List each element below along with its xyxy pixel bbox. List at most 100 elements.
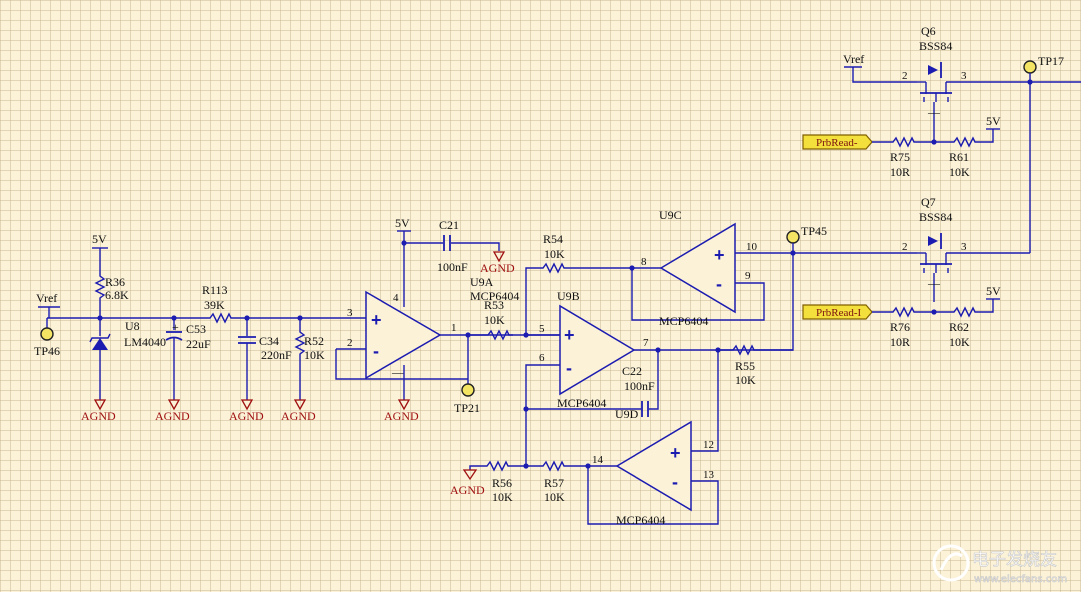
resistor-r52: R52 10K <box>294 318 325 400</box>
svg-text:AGND: AGND <box>384 409 419 423</box>
svg-text:10K: 10K <box>544 247 565 261</box>
svg-text:MCP6404: MCP6404 <box>616 513 665 527</box>
svg-text:+: + <box>714 245 725 265</box>
capacitor-c34: C34 220nF <box>238 318 292 400</box>
vref-top-label: Vref <box>843 52 864 66</box>
tp46[interactable]: TP46 <box>34 318 60 358</box>
capacitor-c21: AGND C21 100nF <box>404 218 515 275</box>
svg-text:2: 2 <box>347 337 353 349</box>
svg-text:R57: R57 <box>544 476 564 490</box>
opamp-u9b: + - 5 6 7 U9B MCP6404 <box>525 289 793 410</box>
svg-text:-: - <box>672 472 678 492</box>
svg-text:4: 4 <box>393 292 399 304</box>
resistor-r54: R54 10K <box>525 232 632 335</box>
svg-text:AGND: AGND <box>229 409 264 423</box>
svg-text:R53: R53 <box>484 298 504 312</box>
svg-text:BSS84: BSS84 <box>919 210 952 224</box>
svg-text:R62: R62 <box>949 320 969 334</box>
opamp-u9c: + - 8 9 10 U9C MCP6404 <box>631 208 793 328</box>
resistor-r36: R36 6.8K <box>94 268 129 318</box>
svg-text:R113: R113 <box>202 283 228 297</box>
svg-text:14: 14 <box>592 454 604 466</box>
svg-text:AGND: AGND <box>281 409 316 423</box>
resistor-r57: R57 10K <box>526 460 588 504</box>
svg-text:AGND: AGND <box>480 261 515 275</box>
svg-text:C22: C22 <box>622 364 642 378</box>
tp46-label: TP46 <box>34 344 60 358</box>
resistor-r75: R75 10R <box>872 136 934 179</box>
tp17-label: TP17 <box>1038 54 1064 68</box>
v5-d1-net: 5V <box>92 232 108 268</box>
svg-text:1: 1 <box>451 322 457 334</box>
svg-text:12: 12 <box>703 439 714 451</box>
svg-text:10K: 10K <box>484 313 505 327</box>
svg-text:U8: U8 <box>125 319 140 333</box>
svg-text:10K: 10K <box>492 490 513 504</box>
svg-text:C21: C21 <box>439 218 459 232</box>
opamp-u9a: + - 3 2 1 4 U9A MCP6404 — <box>300 275 519 380</box>
resistor-r61: 5V R61 10K <box>934 114 1001 179</box>
svg-text:13: 13 <box>703 469 715 481</box>
svg-text:AGND: AGND <box>81 409 116 423</box>
svg-text:U9B: U9B <box>557 289 580 303</box>
svg-text:R76: R76 <box>890 320 910 334</box>
watermark-cn: 电子发烧友 <box>972 550 1057 570</box>
v5-d1-label: 5V <box>92 232 107 246</box>
svg-text:R61: R61 <box>949 150 969 164</box>
svg-text:+: + <box>670 443 681 463</box>
svg-text:10K: 10K <box>949 335 970 349</box>
svg-text:5V: 5V <box>986 284 1001 298</box>
svg-text:10K: 10K <box>544 490 565 504</box>
resistor-r53: R53 10K <box>468 298 560 341</box>
svg-text:C34: C34 <box>259 334 279 348</box>
svg-text:10K: 10K <box>304 348 325 362</box>
tp21[interactable]: TP21 <box>454 335 480 415</box>
svg-text:R55: R55 <box>735 359 755 373</box>
resistor-r55: R55 10K <box>718 253 794 387</box>
svg-text:3: 3 <box>961 70 967 82</box>
svg-text:7: 7 <box>643 337 649 349</box>
svg-text:R56: R56 <box>492 476 512 490</box>
svg-text:10: 10 <box>746 241 758 253</box>
svg-text:10R: 10R <box>890 335 910 349</box>
port-prbread-bottom[interactable]: PrbRead-I <box>802 304 873 320</box>
svg-text:100nF: 100nF <box>437 260 468 274</box>
svg-text:PrbRead-I: PrbRead-I <box>816 307 862 319</box>
svg-text:R52: R52 <box>304 334 324 348</box>
resistor-r76: R76 10R <box>872 306 934 349</box>
zener-u8: U8 LM4040 <box>89 318 166 400</box>
resistor-r62: 5V R62 10K <box>934 284 1001 349</box>
capacitor-c22: C22 100nF U9D <box>526 350 659 421</box>
svg-text:9: 9 <box>745 270 751 282</box>
svg-text:8: 8 <box>641 256 647 268</box>
svg-text:-: - <box>373 341 379 361</box>
resistor-r113: R113 39K <box>202 283 300 324</box>
tp45[interactable]: TP45 <box>786 224 827 253</box>
svg-text:Q6: Q6 <box>921 24 936 38</box>
pmos-q7: Q7 BSS84 2 3 — <box>902 195 1030 302</box>
agnd-row: AGND AGND AGND AGND <box>81 399 316 423</box>
watermark: 电子发烧友 www.elecfans.com <box>932 544 1067 585</box>
port-prbread-top[interactable]: PrbRead- <box>802 134 873 150</box>
svg-text:10R: 10R <box>890 165 910 179</box>
svg-text:—: — <box>927 276 941 290</box>
capacitor-c53: + C53 22uF <box>165 318 211 400</box>
svg-text:MCP6404: MCP6404 <box>659 314 708 328</box>
tp17[interactable]: TP17 <box>1023 54 1064 82</box>
svg-text:10K: 10K <box>735 373 756 387</box>
svg-text:MCP6404: MCP6404 <box>470 289 519 303</box>
c53-plus-icon: + <box>172 320 179 334</box>
svg-text:+: + <box>564 325 575 345</box>
svg-text:5: 5 <box>539 323 545 335</box>
svg-text:R75: R75 <box>890 150 910 164</box>
svg-text:220nF: 220nF <box>261 348 292 362</box>
svg-text:R36: R36 <box>105 275 125 289</box>
svg-text:BSS84: BSS84 <box>919 39 952 53</box>
opamp-u9d: + - 14 12 13 MCP6404 <box>525 350 719 527</box>
svg-text:U9D: U9D <box>615 407 639 421</box>
svg-text:Q7: Q7 <box>921 195 936 209</box>
svg-text:U9A: U9A <box>470 275 494 289</box>
svg-text:AGND: AGND <box>155 409 190 423</box>
svg-text:3: 3 <box>347 307 353 319</box>
